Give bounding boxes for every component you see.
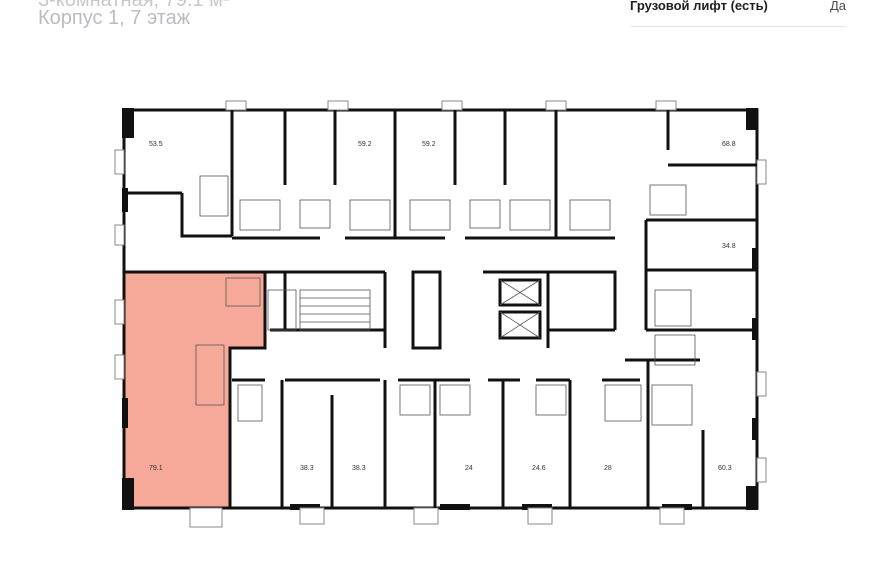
area-label: 53.5 — [149, 141, 163, 148]
area-label: 28 — [604, 465, 612, 472]
area-label: 38.3 — [300, 465, 314, 472]
page-subtitle: Корпус 1, 7 этаж — [38, 7, 191, 29]
area-labels: 53.5 59.2 59.2 68.8 34.8 79.1 38.3 38.3 … — [149, 141, 736, 472]
windows — [114, 100, 767, 528]
area-label: 59.2 — [422, 141, 436, 148]
area-label: 24 — [465, 465, 473, 472]
area-label: 34.8 — [722, 243, 736, 250]
fixtures — [195, 175, 696, 426]
area-label: 79.1 — [149, 465, 163, 472]
spec-value: Да — [829, 0, 846, 13]
area-label: 24.6 — [532, 465, 546, 472]
area-label: 60.3 — [718, 465, 732, 472]
page-title: 3-комнатная, 79.1 м² — [38, 0, 230, 11]
area-label: 59.2 — [358, 141, 372, 148]
area-label: 38.3 — [352, 465, 366, 472]
spec-label: Грузовой лифт (есть) — [630, 0, 768, 13]
selected-apartment-highlight[interactable] — [123, 271, 266, 527]
spec-row-freight-elevator: Грузовой лифт (есть) Да — [630, 0, 846, 27]
area-label: 68.8 — [722, 141, 736, 148]
